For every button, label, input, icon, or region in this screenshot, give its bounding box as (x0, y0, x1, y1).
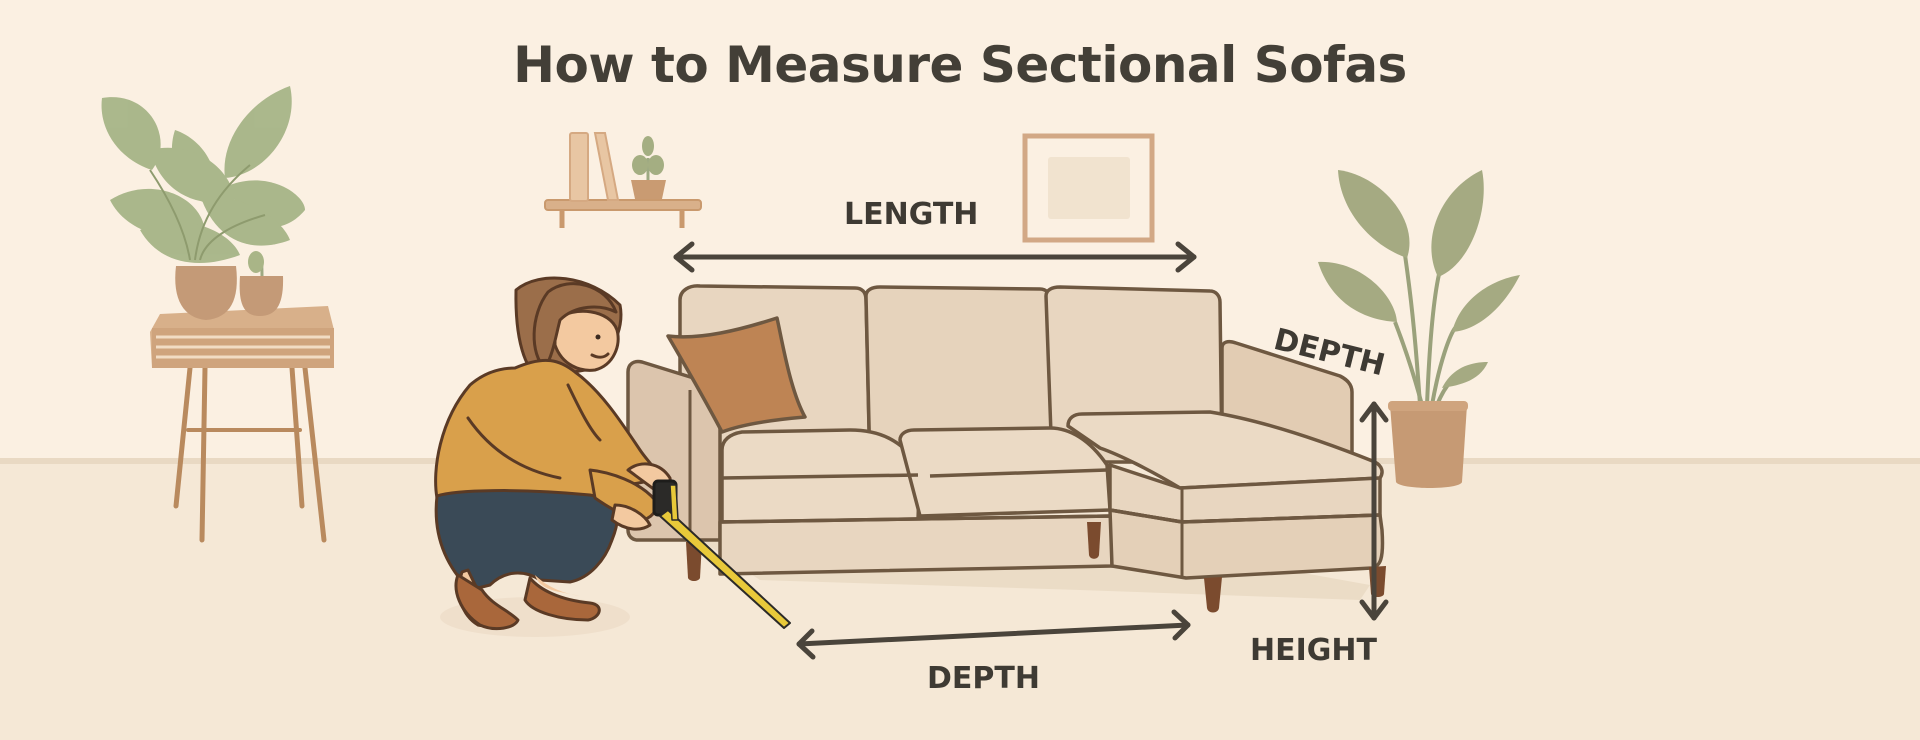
woman-measuring (434, 276, 791, 637)
height-arrow (1359, 401, 1389, 621)
page-title: How to Measure Sectional Sofas (513, 36, 1407, 94)
picture-frame (1022, 133, 1155, 243)
height-label: HEIGHT (1250, 633, 1377, 668)
length-arrow (673, 241, 1197, 273)
side-table-with-plants (101, 86, 334, 543)
wall-shelf (544, 132, 702, 228)
length-label: LENGTH (844, 197, 979, 232)
sectional-sofa (626, 284, 1386, 613)
bottom-depth-label: DEPTH (927, 661, 1040, 696)
floor-plant (1318, 170, 1520, 488)
bottom-depth-arrow (796, 609, 1191, 660)
